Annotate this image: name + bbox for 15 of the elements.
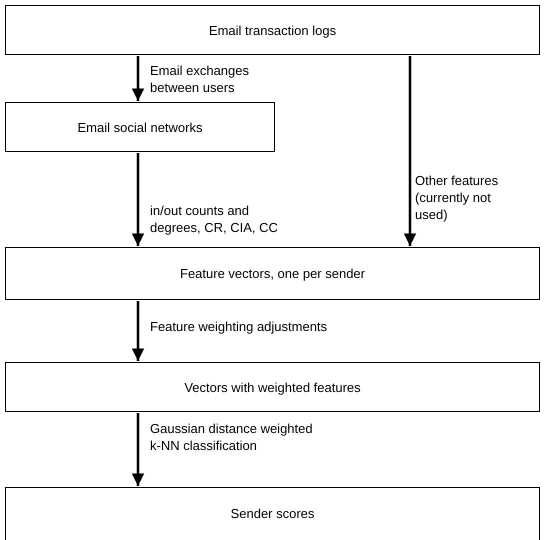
box-label: Feature vectors, one per sender: [180, 266, 365, 281]
arrow: [132, 413, 144, 486]
arrow: [132, 301, 144, 361]
process-box: [5, 247, 540, 300]
box-label: Vectors with weighted features: [184, 380, 361, 394]
process-box: [5, 5, 540, 55]
arrow: [404, 56, 416, 246]
process-box: [5, 487, 540, 540]
arrow: [132, 56, 144, 101]
process-box: [5, 362, 540, 412]
box-label: Email social networks: [78, 120, 202, 134]
box-label: Email transaction logs: [208, 22, 336, 38]
process-box: [5, 102, 275, 152]
box-label: Sender scores: [230, 506, 314, 521]
arrow: [132, 153, 144, 246]
